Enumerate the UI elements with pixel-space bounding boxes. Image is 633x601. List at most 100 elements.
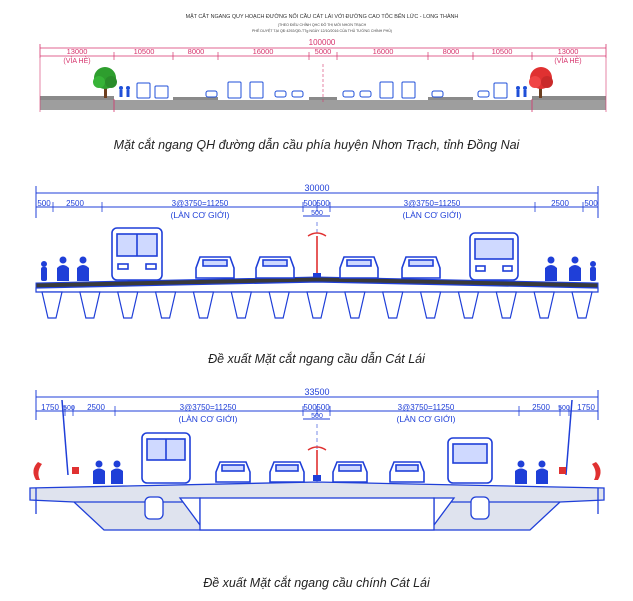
approach-bridge-drawing: 30000 500 2500 3@3750=11250 500 500 3@37… xyxy=(35,183,599,319)
motorbike-icon xyxy=(111,460,123,484)
motorbike-icon xyxy=(57,256,69,281)
bus-icon xyxy=(111,227,163,281)
railing-icon xyxy=(33,462,601,480)
car-icon xyxy=(339,256,379,279)
caption-approach-bridge: Đề xuất Mặt cắt ngang cầu dẫn Cát Lái xyxy=(208,352,425,366)
planning-road-profile xyxy=(39,58,607,112)
girder xyxy=(306,291,328,319)
planning-sidewalk-left: (VỈA HÈ) xyxy=(63,56,90,65)
bus-icon xyxy=(227,81,242,99)
main-dim-2: 500 xyxy=(63,405,75,412)
planning-dim-1: 13000 xyxy=(67,47,88,56)
main-lane-label-left: (LÀN CƠ GIỚI) xyxy=(179,414,238,424)
planning-subtitle-1: (THEO ĐIỀU CHỈNH QHC ĐÔ THỊ MỚI NHƠN TRẠ… xyxy=(278,22,367,27)
car-icon xyxy=(477,90,490,98)
main-dim-10: 1750 xyxy=(577,403,595,412)
car-icon xyxy=(389,461,425,483)
planning-title: MẶT CẮT NGANG QUY HOẠCH ĐƯỜNG NỐI CẦU CÁ… xyxy=(186,12,459,20)
pedestrian-icon xyxy=(41,261,47,281)
main-dim-1: 1750 xyxy=(41,403,59,412)
car-icon xyxy=(431,90,444,98)
approach-dim-6: 3@3750=11250 xyxy=(404,199,461,208)
bus-icon xyxy=(379,81,394,99)
main-bridge-drawing: 33500 1750 500 2500 3@3750=11250 500 500… xyxy=(29,387,605,531)
girder xyxy=(344,291,366,319)
approach-dim-4: 500 xyxy=(303,199,317,208)
bus-icon xyxy=(447,437,493,484)
bus-icon xyxy=(401,81,416,99)
bus-icon xyxy=(493,82,508,99)
car-icon xyxy=(269,461,305,483)
vehicles-right xyxy=(342,81,508,99)
panel-main-bridge: 33500 1750 500 2500 3@3750=11250 500 500… xyxy=(0,380,633,570)
girder xyxy=(457,291,480,319)
approach-girders xyxy=(41,291,593,319)
girder xyxy=(381,291,404,319)
approach-lane-label-left: (LÀN CƠ GIỚI) xyxy=(171,210,230,220)
car-icon xyxy=(332,461,368,483)
girder xyxy=(268,291,290,319)
car-icon xyxy=(401,256,441,279)
car-icon xyxy=(274,90,287,98)
planning-dim-5: 5000 xyxy=(315,47,332,56)
approach-bridge-deck xyxy=(35,276,599,293)
street-lamp-icon xyxy=(307,446,327,481)
motorbike-icon xyxy=(545,256,557,281)
approach-total-width: 30000 xyxy=(304,183,329,193)
bus-icon xyxy=(136,82,151,99)
main-dim-3: 2500 xyxy=(87,403,105,412)
main-lane-label-right: (LÀN CƠ GIỚI) xyxy=(397,414,456,424)
girder xyxy=(533,291,555,319)
car-icon xyxy=(359,90,372,98)
planning-sidewalk-right: (VỈA HÈ) xyxy=(554,56,581,65)
planning-section-drawing: MẶT CẮT NGANG QUY HOẠCH ĐƯỜNG NỐI CẦU CÁ… xyxy=(39,12,607,112)
approach-dim-3: 3@3750=11250 xyxy=(172,199,229,208)
street-lamp-icon xyxy=(307,232,327,279)
approach-lane-label-right: (LÀN CƠ GIỚI) xyxy=(403,210,462,220)
caption-main-bridge: Đề xuất Mặt cắt ngang cầu chính Cát Lái xyxy=(203,576,430,590)
car-icon xyxy=(215,461,251,483)
girder xyxy=(230,291,253,319)
main-dim-7: 3@3750=11250 xyxy=(398,403,455,412)
approach-dim-1: 500 xyxy=(37,199,51,208)
motorbike-icon xyxy=(569,256,581,281)
car-icon xyxy=(342,90,355,98)
vehicles-left xyxy=(136,81,304,99)
pedestrian-icon xyxy=(523,86,527,90)
girder xyxy=(41,291,63,319)
girder xyxy=(154,291,177,319)
tree-red-icon xyxy=(529,67,553,98)
main-dim-8: 2500 xyxy=(532,403,550,412)
motorbike-icon xyxy=(536,460,548,484)
planning-total-width: 100000 xyxy=(309,38,336,47)
bus-icon xyxy=(249,81,264,99)
sign-icon xyxy=(72,467,566,474)
girder xyxy=(192,291,215,319)
pedestrian-icon xyxy=(119,86,123,90)
girder xyxy=(495,291,518,319)
motorbike-icon xyxy=(93,460,105,484)
girder xyxy=(571,291,593,319)
approach-dim-7: 2500 xyxy=(551,199,569,208)
main-total-width: 33500 xyxy=(304,387,329,397)
approach-dim-2: 2500 xyxy=(66,199,84,208)
motorbike-icon xyxy=(515,460,527,484)
planning-dim-3: 8000 xyxy=(188,47,205,56)
car-icon xyxy=(205,90,218,98)
planning-dim-4: 16000 xyxy=(253,47,274,56)
approach-median-dim: 500 xyxy=(311,210,323,217)
cable-icon xyxy=(61,399,573,476)
girder xyxy=(116,291,139,319)
planning-dim-8: 10500 xyxy=(492,47,513,56)
approach-dim-5: 500 xyxy=(316,199,330,208)
bus-icon xyxy=(141,432,191,484)
planning-dim-9: 13000 xyxy=(558,47,579,56)
pedestrian-icon xyxy=(590,261,596,281)
main-bridge-box-girder xyxy=(29,481,605,531)
bus-icon xyxy=(154,85,169,99)
main-dim-5: 500 xyxy=(303,403,317,412)
main-dim-9: 500 xyxy=(558,405,570,412)
girder xyxy=(419,291,442,319)
planning-dim-6: 16000 xyxy=(373,47,394,56)
tree-green-icon xyxy=(93,67,117,98)
